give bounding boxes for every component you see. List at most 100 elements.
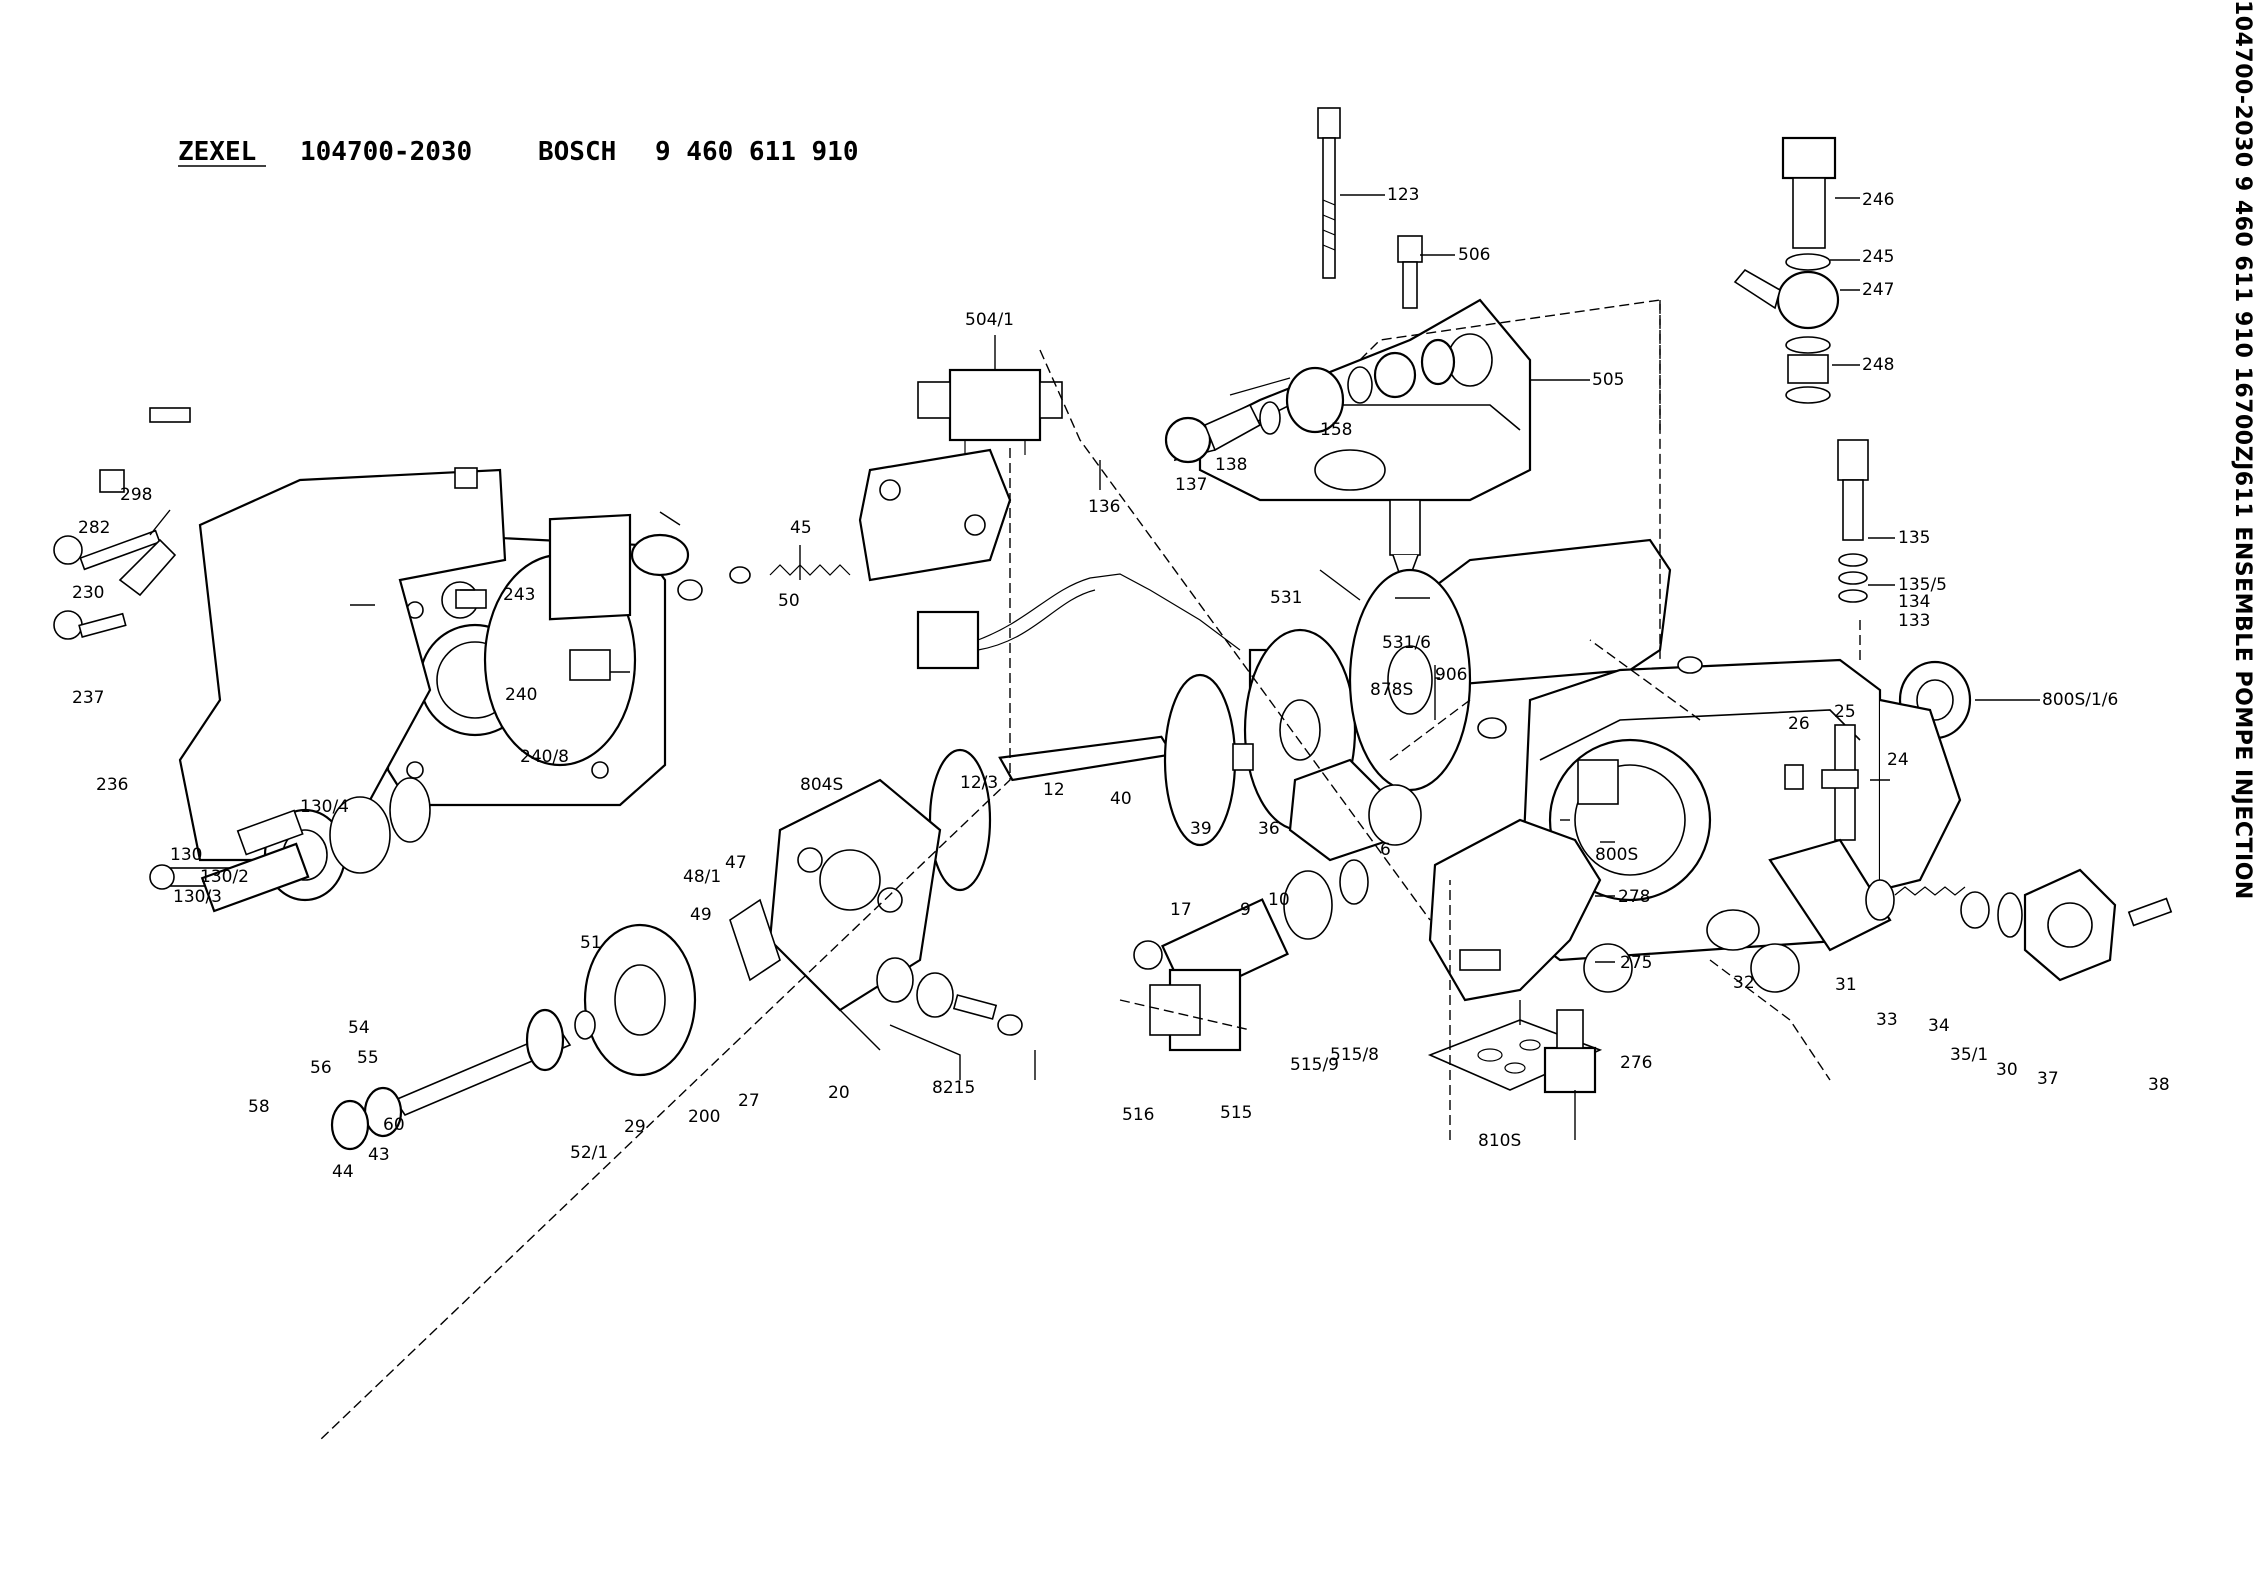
callout-label-8215: 8215 — [932, 1078, 975, 1098]
callout-label-134: 134 — [1898, 592, 1930, 612]
callout-label-138: 138 — [1215, 455, 1247, 475]
callout-label-133: 133 — [1898, 611, 1930, 631]
callout-label-130-3: 130/3 — [173, 887, 222, 907]
callout-label-531: 531 — [1270, 588, 1302, 608]
callout-label-17: 17 — [1170, 900, 1192, 920]
callout-label-38: 38 — [2148, 1075, 2170, 1095]
part-50-distributor-plunger — [330, 1008, 596, 1151]
callout-label-230: 230 — [72, 583, 104, 603]
callout-label-60: 60 — [383, 1115, 405, 1135]
callout-label-130-2: 130/2 — [200, 867, 249, 887]
callout-label-9: 9 — [1240, 900, 1251, 920]
part-misc-screws — [53, 407, 478, 640]
callout-label-32: 32 — [1733, 973, 1755, 993]
callout-label-515-9: 515/9 — [1290, 1055, 1339, 1075]
callout-label-25: 25 — [1834, 702, 1856, 722]
part-275-bracket — [1428, 759, 1619, 1094]
part-136-valve-group — [1164, 338, 1456, 464]
callout-label-246: 246 — [1862, 190, 1894, 210]
part-39-cover — [1232, 743, 1422, 862]
callout-label-30: 30 — [1996, 1060, 2018, 1080]
callout-label-236: 236 — [96, 775, 128, 795]
part-29-end-plate — [583, 923, 697, 1077]
callout-label-298: 298 — [120, 485, 152, 505]
part-drawings — [53, 107, 2173, 1151]
callout-label-504-1: 504/1 — [965, 310, 1014, 330]
callout-label-10: 10 — [1268, 890, 1290, 910]
callout-label-50: 50 — [778, 591, 800, 611]
part-123-bolt — [1317, 107, 1341, 279]
callout-label-58: 58 — [248, 1097, 270, 1117]
callout-label-137: 137 — [1175, 475, 1207, 495]
callout-label-6: 6 — [1380, 840, 1391, 860]
part-504-1-connector — [917, 368, 1063, 455]
callout-label-158: 158 — [1320, 420, 1352, 440]
callout-label-505: 505 — [1592, 370, 1624, 390]
callout-label-135: 135 — [1898, 528, 1930, 548]
part-240-solenoid — [441, 513, 632, 681]
callout-label-123: 123 — [1387, 185, 1419, 205]
assembly-dash-lines — [319, 299, 1861, 1441]
callout-label-47: 47 — [725, 853, 747, 873]
callout-label-43: 43 — [368, 1145, 390, 1165]
part-8215-pins — [876, 957, 1023, 1036]
callout-label-804s: 804S — [800, 775, 843, 795]
callout-label-54: 54 — [348, 1018, 370, 1038]
callout-label-130-4: 130/4 — [300, 797, 349, 817]
callout-label-515-8: 515/8 — [1330, 1045, 1379, 1065]
header-zexel-label: ZEXEL — [178, 137, 256, 167]
callout-label-906: 906 — [1435, 665, 1467, 685]
callout-label-44: 44 — [332, 1162, 354, 1182]
callout-label-135-5: 135/5 — [1898, 575, 1947, 595]
callout-label-248: 248 — [1862, 355, 1894, 375]
header-bosch-number: 9 460 611 910 — [655, 137, 859, 167]
callout-label-12: 12 — [1043, 780, 1065, 800]
callout-label-37: 37 — [2037, 1069, 2059, 1089]
callout-label-245: 245 — [1862, 247, 1894, 267]
callout-label-24: 24 — [1887, 750, 1909, 770]
part-12-drive-shaft — [928, 568, 1472, 892]
part-515-actuator — [1133, 859, 1369, 1052]
callout-label-26: 26 — [1788, 714, 1810, 734]
callout-label-39: 39 — [1190, 819, 1212, 839]
side-vertical-title: 104700-2030 9 460 611 910 16700ZJ611 ENS… — [2230, 0, 2255, 900]
callout-label-878s: 878S — [1370, 680, 1413, 700]
callout-label-800s-1-6: 800S/1/6 — [2042, 690, 2118, 710]
part-506-screw — [1397, 235, 1423, 309]
callout-label-237: 237 — [72, 688, 104, 708]
callout-label-275: 275 — [1620, 953, 1652, 973]
callout-label-56: 56 — [310, 1058, 332, 1078]
callout-label-243: 243 — [503, 585, 535, 605]
callout-label-282: 282 — [78, 518, 110, 538]
callout-label-276: 276 — [1620, 1053, 1652, 1073]
callout-label-240-8: 240/8 — [520, 747, 569, 767]
callout-label-136: 136 — [1088, 497, 1120, 517]
callout-label-52-1: 52/1 — [570, 1143, 608, 1163]
header-zexel-number: 104700-2030 — [300, 137, 472, 167]
callout-label-531-6: 531/6 — [1382, 633, 1431, 653]
callout-label-515: 515 — [1220, 1103, 1252, 1123]
callout-label-200: 200 — [688, 1107, 720, 1127]
callout-label-800s: 800S — [1595, 845, 1638, 865]
leader-lines — [149, 194, 2040, 1140]
callout-label-130: 130 — [170, 845, 202, 865]
callout-label-33: 33 — [1876, 1010, 1898, 1030]
callout-label-34: 34 — [1928, 1016, 1950, 1036]
callout-label-40: 40 — [1110, 789, 1132, 809]
callout-label-247: 247 — [1862, 280, 1894, 300]
callout-label-27: 27 — [738, 1091, 760, 1111]
callout-label-29: 29 — [624, 1117, 646, 1137]
callout-label-49: 49 — [690, 905, 712, 925]
part-58-fitting — [200, 809, 310, 913]
callout-label-12-3: 12/3 — [960, 773, 998, 793]
part-135-valve — [1837, 439, 1869, 603]
callout-label-20: 20 — [828, 1083, 850, 1103]
callout-label-36: 36 — [1258, 819, 1280, 839]
part-20-roller-ring — [729, 778, 942, 1012]
callout-label-240: 240 — [505, 685, 537, 705]
callout-label-55: 55 — [357, 1048, 379, 1068]
header-bosch-label: BOSCH — [538, 137, 616, 167]
part-31-timer-group — [1706, 838, 2173, 982]
callout-label-506: 506 — [1458, 245, 1490, 265]
